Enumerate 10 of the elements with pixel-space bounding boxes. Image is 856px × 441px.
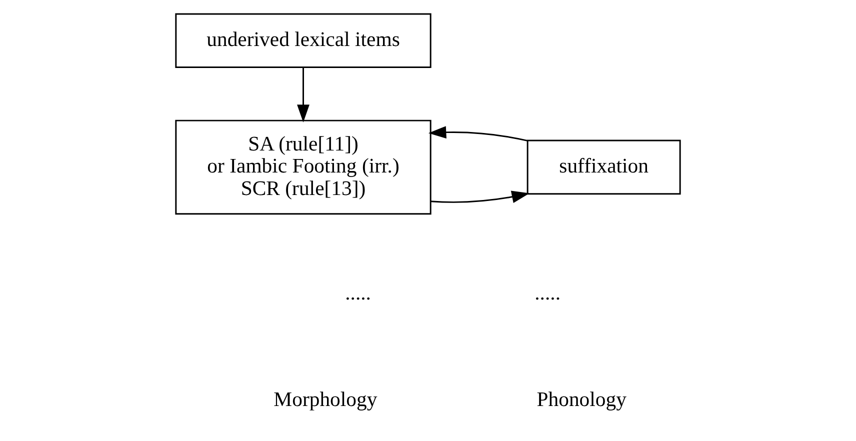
arrow bbox=[428, 126, 528, 142]
node-box: SA (rule[11]) or Iambic Footing (irr.) SCR (rule[13]) bbox=[175, 120, 432, 215]
label: Morphology bbox=[274, 388, 378, 411]
label: ..... bbox=[345, 282, 371, 304]
arrow bbox=[430, 190, 530, 203]
node-box: underived lexical items bbox=[175, 13, 432, 68]
arrow bbox=[297, 68, 310, 122]
node-box: suffixation bbox=[526, 140, 681, 195]
label: Phonology bbox=[536, 388, 627, 411]
label: ..... bbox=[534, 282, 561, 304]
